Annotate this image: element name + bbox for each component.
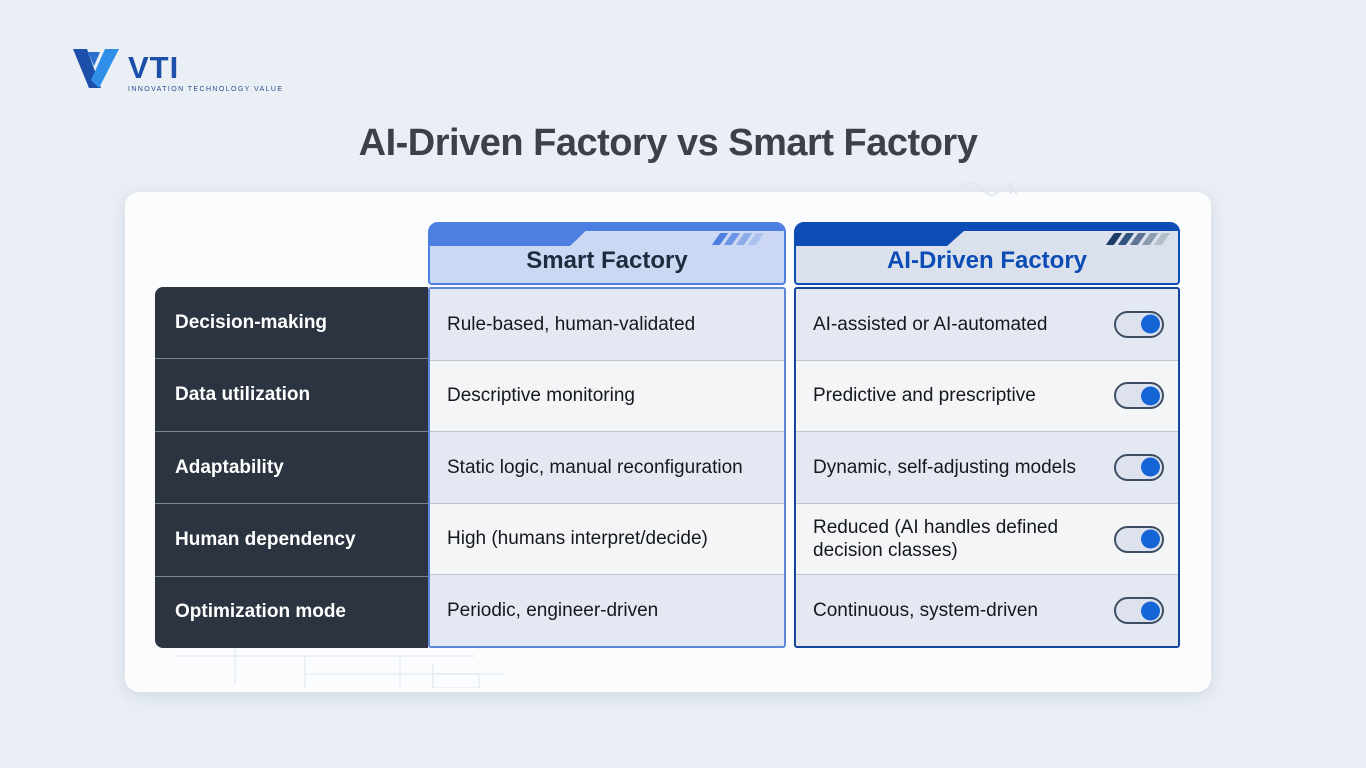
toggle-knob xyxy=(1141,601,1160,621)
toggle-knob xyxy=(1141,529,1160,549)
toggle-knob xyxy=(1141,314,1160,334)
toggle-optimization-mode[interactable] xyxy=(1114,597,1164,625)
logo-tagline: INNOVATION TECHNOLOGY VALUE xyxy=(128,86,284,93)
page-title: AI-Driven Factory vs Smart Factory xyxy=(358,122,978,164)
ai-factory-column: AI-assisted or AI-automated Predictive a… xyxy=(794,287,1180,648)
toggle-human-dependency[interactable] xyxy=(1114,525,1164,553)
header-band-line xyxy=(430,224,784,231)
ai-cell-text: Continuous, system-driven xyxy=(813,600,1038,622)
row-label-optimization-mode: Optimization mode xyxy=(155,575,428,648)
ai-factory-title: AI-Driven Factory xyxy=(886,246,1088,274)
smart-factory-header: Smart Factory xyxy=(428,222,786,285)
row-label-decision-making: Decision-making xyxy=(175,311,328,333)
ai-cell-data-utilization: Predictive and prescriptive xyxy=(796,359,1178,432)
blueprint-decoration xyxy=(175,644,505,688)
smart-cell-data-utilization: Descriptive monitoring xyxy=(430,359,784,432)
row-label-human-dependency: Human dependency xyxy=(155,503,428,575)
toggle-knob xyxy=(1141,457,1160,477)
smart-cell-decision-making: Rule-based, human-validated xyxy=(430,289,784,360)
ai-cell-decision-making: AI-assisted or AI-automated xyxy=(796,289,1178,360)
smart-factory-column: Rule-based, human-validated Descriptive … xyxy=(428,287,786,648)
ai-cell-text: Reduced (AI handles defined decision cla… xyxy=(813,516,1059,562)
ai-factory-header: AI-Driven Factory xyxy=(794,222,1180,285)
header-stripes-decoration xyxy=(1105,233,1171,245)
vti-logo-icon xyxy=(73,49,119,88)
header-stripes-decoration xyxy=(711,233,777,245)
row-label-data-utilization: Data utilization xyxy=(155,358,428,430)
toggle-decision-making[interactable] xyxy=(1114,310,1164,338)
vti-logo: VTI INNOVATION TECHNOLOGY VALUE xyxy=(70,44,283,94)
ai-cell-adaptability: Dynamic, self-adjusting models xyxy=(796,431,1178,503)
smart-factory-title: Smart Factory xyxy=(526,246,688,274)
toggle-adaptability[interactable] xyxy=(1114,453,1164,481)
comparison-card: Decision-making Data utilization Adaptab… xyxy=(125,180,1211,692)
ai-cell-optimization-mode: Continuous, system-driven xyxy=(796,574,1178,646)
row-label-adaptability: Adaptability xyxy=(155,430,428,503)
ai-cell-text: AI-assisted or AI-automated xyxy=(813,313,1048,335)
zigzag-decoration xyxy=(952,180,1018,198)
row-labels-panel: Decision-making Data utilization Adaptab… xyxy=(155,287,428,648)
ai-cell-human-dependency: Reduced (AI handles defined decision cla… xyxy=(796,502,1178,575)
toggle-knob xyxy=(1141,386,1160,406)
smart-cell-optimization-mode: Periodic, engineer-driven xyxy=(430,574,784,646)
ai-cell-text: Dynamic, self-adjusting models xyxy=(813,456,1076,478)
toggle-data-utilization[interactable] xyxy=(1114,382,1164,410)
ai-cell-text: Predictive and prescriptive xyxy=(813,385,1036,407)
smart-cell-adaptability: Static logic, manual reconfiguration xyxy=(430,431,784,503)
logo-text: VTI xyxy=(128,50,180,85)
smart-cell-human-dependency: High (humans interpret/decide) xyxy=(430,502,784,575)
header-band-line xyxy=(796,224,1178,231)
